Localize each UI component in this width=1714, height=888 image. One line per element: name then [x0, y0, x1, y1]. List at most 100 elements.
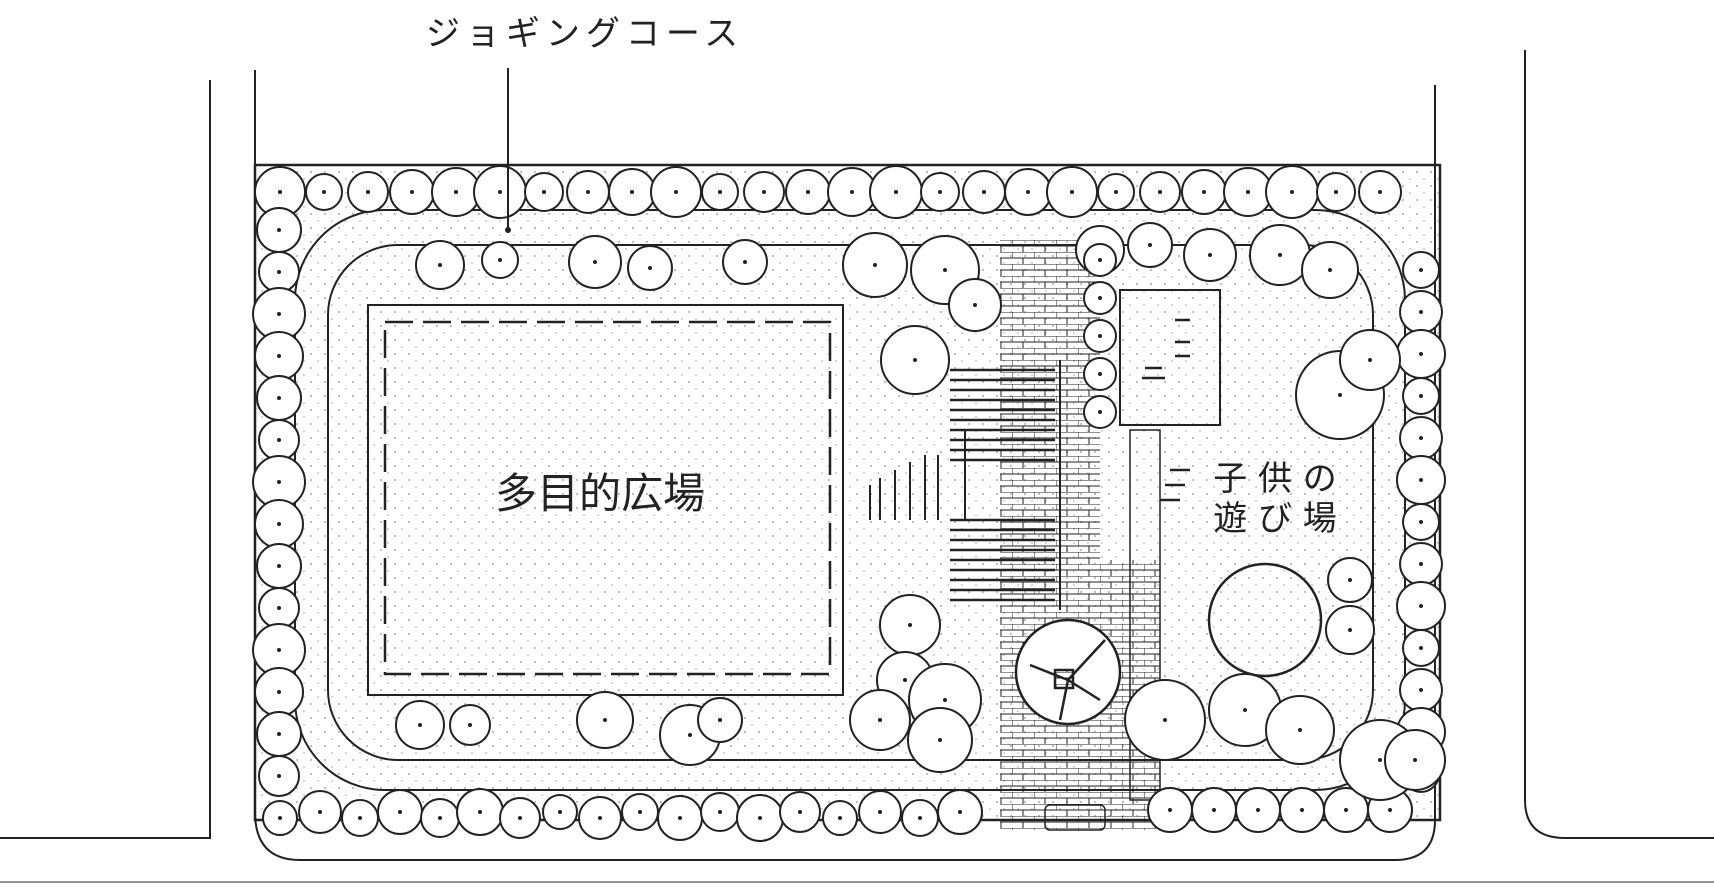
tree-center-dot [718, 190, 722, 194]
tree-center-dot [908, 623, 912, 627]
tree-center-dot [1098, 296, 1102, 300]
tree-center-dot [838, 816, 842, 820]
tree-center-dot [1388, 808, 1392, 812]
tree-center-dot [1419, 310, 1423, 314]
tree-center-dot [277, 480, 281, 484]
tree-center-dot [277, 690, 281, 694]
jogging-course-label: ジョギングコース [426, 14, 744, 54]
tree-center-dot [542, 190, 546, 194]
feature-tree-icon [1014, 618, 1122, 726]
tree-center-dot [806, 190, 810, 194]
tree-center-dot [678, 816, 682, 820]
tree-center-dot [873, 263, 877, 267]
tree-center-dot [1419, 688, 1423, 692]
tree-center-dot [366, 190, 370, 194]
tree-center-dot [277, 270, 281, 274]
tree-center-dot [913, 358, 917, 362]
street-lines [0, 50, 1714, 883]
tree-center-dot [1246, 190, 1250, 194]
tree-center-dot [798, 810, 802, 814]
tree-center-dot [598, 816, 602, 820]
tree-center-dot [398, 810, 402, 814]
tree-center-dot [1148, 243, 1152, 247]
tree-center-dot [277, 312, 281, 316]
tree-center-dot [478, 810, 482, 814]
tree-center-dot [358, 816, 362, 820]
tree-center-dot [1290, 190, 1294, 194]
tree-center-dot [277, 354, 281, 358]
tree-center-dot [1344, 808, 1348, 812]
tree-center-dot [982, 190, 986, 194]
tree-center-dot [1202, 190, 1206, 194]
tree-center-dot [277, 774, 281, 778]
tree-center-dot [1158, 190, 1162, 194]
playground-label-line2: 遊 び 場 [1213, 499, 1337, 539]
tree-center-dot [277, 564, 281, 568]
tree-center-dot [938, 190, 942, 194]
tree-center-dot [762, 190, 766, 194]
tree-center-dot [1378, 758, 1382, 762]
tree-center-dot [903, 678, 907, 682]
tree-row [252, 165, 1446, 842]
tree-center-dot [1300, 808, 1304, 812]
sandpit-icon [1207, 562, 1323, 678]
tree-center-dot [277, 228, 281, 232]
tree-center-dot [718, 718, 722, 722]
tree-center-dot [638, 810, 642, 814]
tree-center-dot [1419, 352, 1423, 356]
tree-center-dot [1419, 268, 1423, 272]
tree-center-dot [758, 816, 762, 820]
tree-center-dot [518, 816, 522, 820]
tree-center-dot [277, 732, 281, 736]
tree-center-dot [1026, 190, 1030, 194]
tree-center-dot [498, 258, 502, 262]
tree-center-dot [468, 723, 472, 727]
tree-center-dot [418, 723, 422, 727]
tree-center-dot [943, 268, 947, 272]
tree-center-dot [1098, 334, 1102, 338]
tree-center-dot [1070, 190, 1074, 194]
tree-center-dot [943, 698, 947, 702]
tree-center-dot [603, 718, 607, 722]
tree-center-dot [674, 190, 678, 194]
tree-center-dot [278, 190, 282, 194]
tree-center-dot [586, 190, 590, 194]
children-playground: 子 供 の 遊 び 場 [1119, 289, 1337, 678]
tree-center-dot [498, 190, 502, 194]
tree-center-dot [438, 816, 442, 820]
tree-center-dot [1163, 718, 1167, 722]
tree-center-dot [1243, 708, 1247, 712]
tree-center-dot [454, 190, 458, 194]
tree-center-dot [1168, 808, 1172, 812]
tree-center-dot [1098, 372, 1102, 376]
tree-center-dot [878, 810, 882, 814]
tree-center-dot [1098, 258, 1102, 262]
play-equipment-icon [1142, 318, 1190, 502]
tree-center-dot [593, 260, 597, 264]
tree-center-dot [277, 522, 281, 526]
tree-center-dot [1328, 268, 1332, 272]
tree-center-dot [688, 733, 692, 737]
tree-center-dot [1419, 604, 1423, 608]
tree-center-dot [410, 190, 414, 194]
tree-center-dot [277, 606, 281, 610]
multipurpose-plaza: 多目的広場 [367, 304, 844, 696]
tree-center-dot [1368, 358, 1372, 362]
tree-center-dot [1212, 808, 1216, 812]
tree-center-dot [438, 263, 442, 267]
tree-center-dot [1419, 436, 1423, 440]
tree-center-dot [278, 816, 282, 820]
jogging-course-callout: ジョギングコース [426, 14, 744, 233]
tree-center-dot [850, 190, 854, 194]
tree-center-dot [1419, 520, 1423, 524]
playground-label-line1: 子 供 の [1213, 459, 1337, 499]
tree-center-dot [277, 648, 281, 652]
tree-center-dot [1208, 253, 1212, 257]
tree-center-dot [743, 260, 747, 264]
tree-center-dot [277, 438, 281, 442]
tree-center-dot [1298, 728, 1302, 732]
tree-center-dot [1419, 478, 1423, 482]
tree-center-dot [1419, 394, 1423, 398]
tree-center-dot [322, 190, 326, 194]
tree-center-dot [1413, 758, 1417, 762]
